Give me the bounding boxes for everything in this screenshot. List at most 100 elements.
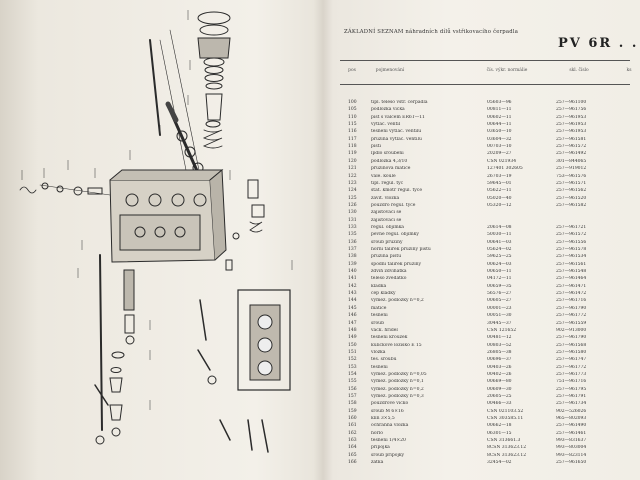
row-drawing: 59625—25 (487, 254, 512, 260)
row-name: podložka víčka (371, 107, 405, 113)
row-drawing: 00650—11 (487, 269, 512, 275)
row-name: stat. kmotr regul. tyče (371, 188, 422, 194)
row-pos: 137 (348, 247, 357, 252)
row-name: zdvih zdvihátka (371, 269, 407, 275)
row-pos: 159 (348, 408, 357, 414)
row-stock: 257—961953 (556, 122, 587, 128)
row-pos: 155 (348, 379, 357, 385)
col-header-drawing: čís. výkr. normálie (486, 68, 528, 73)
row-pos: 131 (348, 217, 357, 223)
row-drawing: 00641—03 (487, 239, 512, 245)
row-stock: 257—961773 (556, 371, 587, 377)
row-name: těsnění výtlač. ventilu (371, 129, 422, 135)
row-pos: 151 (348, 349, 357, 355)
row-drawing: 00659—35 (487, 283, 512, 289)
left-page (19, 10, 293, 453)
row-name: těsnění (371, 364, 388, 370)
row-drawing: 00403—26 (487, 364, 512, 370)
row-stock: 257—961556 (556, 239, 587, 245)
row-name: těsnění (371, 313, 388, 319)
row-drawing: 00696—37 (487, 357, 512, 363)
row-drawing: 00803—52 (487, 342, 512, 348)
row-pos: 157 (348, 394, 357, 399)
row-name: pist s válcem ER6T—11 (371, 114, 425, 120)
row-stock: 257—961650 (556, 460, 587, 466)
row-drawing: 59645—01 (487, 180, 512, 186)
row-stock: 751—961716 (556, 379, 587, 385)
row-drawing: ČSN 303585.11 (487, 416, 524, 422)
row-pos: 160 (348, 416, 357, 422)
row-stock: 257—961572 (556, 232, 587, 238)
row-pos: 153 (348, 364, 357, 370)
row-drawing: 00669—80 (487, 379, 512, 385)
row-name: šroub (371, 320, 384, 326)
row-drawing: 00624—03 (487, 261, 512, 267)
row-pos: 138 (348, 254, 357, 260)
row-drawing: 00466—33 (487, 401, 512, 407)
row-stock: 257—961490 (556, 423, 587, 429)
header-rule-top (340, 60, 630, 61)
row-pos: 150 (348, 342, 357, 348)
row-pos: 147 (348, 320, 357, 326)
row-drawing: ČSN 313661.3 (487, 438, 521, 444)
row-stock: 257—961571 (556, 180, 587, 186)
row-pos: 140 (348, 269, 357, 275)
row-drawing: 00481—12 (487, 335, 512, 341)
row-name: závit. vložka (371, 195, 400, 201)
row-name: vymez. podložky n=0,1 (371, 379, 424, 385)
row-pos: 165 (348, 452, 357, 458)
row-drawing: 8ČSN 313623.12 (487, 445, 527, 451)
row-stock: 257—961100 (556, 100, 587, 105)
row-pos: 148 (348, 327, 357, 333)
row-name: zajisťovací se (371, 210, 402, 216)
row-stock: 257—961461 (556, 430, 587, 436)
row-name: pouzdrové víčko (371, 401, 409, 407)
row-pos: 110 (348, 114, 357, 120)
row-name: spodní talířek pružiny (371, 261, 422, 267)
col-header-pos: pos (348, 68, 356, 73)
row-pos: 163 (348, 438, 357, 444)
row-drawing: 56576—27 (487, 291, 512, 297)
row-stock: 257—961464 (556, 276, 587, 282)
row-drawing: 05624—02 (487, 247, 512, 252)
row-stock: 257—961562 (556, 188, 587, 194)
row-name: ochranná vložka (371, 423, 409, 429)
row-name: vale. koule (371, 173, 396, 179)
row-pos: 144 (348, 298, 357, 304)
row-stock: 902—526026 (556, 408, 587, 414)
row-stock: 993—831637 (556, 438, 587, 444)
row-drawing: 00605—27 (487, 298, 512, 304)
row-drawing: ČSN 021934 (487, 158, 517, 164)
col-header-name: pojmenování (375, 68, 405, 73)
row-name: kladka (371, 283, 387, 289)
row-stock: 257—961756 (556, 107, 587, 113)
row-drawing: 00644—11 (487, 122, 512, 128)
row-drawing: 00051—30 (487, 313, 512, 319)
row-pos: 121 (348, 166, 357, 172)
row-stock: 993—823114 (556, 452, 587, 458)
row-drawing: 30445—37 (487, 320, 512, 326)
row-name: vymez. podložky n=0,3 (371, 394, 424, 399)
row-name: pevné regul. objímky (371, 232, 419, 238)
row-pos: 117 (348, 136, 357, 142)
row-stock: 257—961534 (556, 254, 587, 260)
row-stock: 257—961734 (556, 401, 587, 407)
row-stock: 257—961790 (556, 335, 587, 341)
row-pos: 143 (348, 291, 357, 297)
row-stock: 257—961559 (556, 320, 587, 326)
row-pos: 156 (348, 386, 357, 392)
row-drawing: 00602—11 (487, 114, 512, 120)
row-pos: 145 (348, 305, 357, 311)
row-name: čep kladky (371, 291, 396, 297)
row-name: šroub přípojky (371, 452, 405, 458)
row-drawing: 8ČSN 313623.12 (487, 452, 527, 458)
row-stock: 993—803004 (556, 445, 587, 451)
row-stock: 257—961772 (556, 364, 587, 370)
row-name: podložka 4,3/10 (371, 158, 408, 164)
row-name: těsnění kroužek (371, 335, 408, 341)
row-name: regul. objímka (371, 224, 404, 230)
model-code: PV 6R . . (558, 36, 639, 51)
row-pos: 142 (348, 283, 357, 289)
row-stock: 257—961561 (556, 261, 587, 267)
row-name: horní talířek pružiny pístu (371, 247, 431, 252)
